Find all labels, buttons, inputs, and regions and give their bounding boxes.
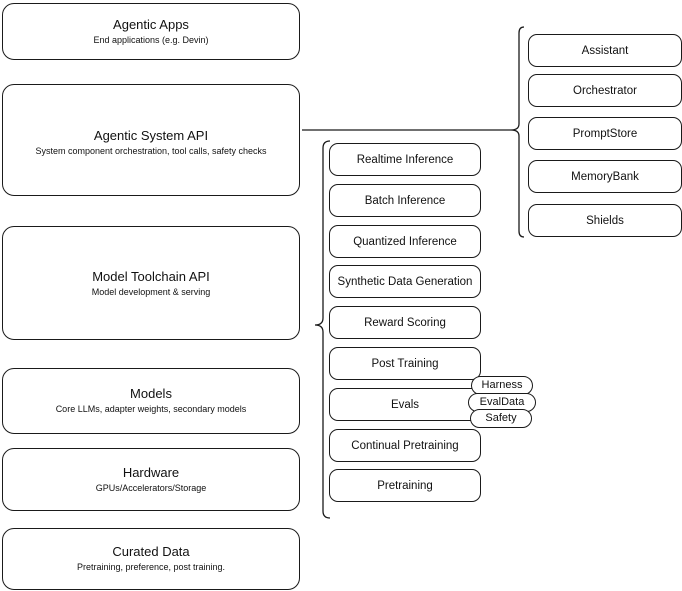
toolchain-api-label: Batch Inference xyxy=(364,194,446,207)
toolchain-api-realtime-inference[interactable]: Realtime Inference xyxy=(329,143,481,176)
stack-layer-title: Hardware xyxy=(122,464,180,480)
toolchain-api-continual-pretraining[interactable]: Continual Pretraining xyxy=(329,429,481,462)
toolchain-api-label: Synthetic Data Generation xyxy=(337,275,473,288)
toolchain-api-label: Evals xyxy=(390,398,420,411)
brace-agentic-components xyxy=(510,26,525,238)
agentic-component-orchestrator[interactable]: Orchestrator xyxy=(528,74,682,107)
toolchain-api-label: Reward Scoring xyxy=(364,316,446,329)
stack-layer-agentic-system-api[interactable]: Agentic System API System component orch… xyxy=(2,84,300,196)
toolchain-api-quantized-inference[interactable]: Quantized Inference xyxy=(329,225,481,258)
agentic-component-memorybank[interactable]: MemoryBank xyxy=(528,160,682,193)
stack-layer-subtitle: System component orchestration, tool cal… xyxy=(35,146,267,156)
agentic-component-assistant[interactable]: Assistant xyxy=(528,34,682,67)
stack-layer-curated-data[interactable]: Curated Data Pretraining, preference, po… xyxy=(2,528,300,590)
agentic-component-label: MemoryBank xyxy=(571,170,639,183)
toolchain-api-batch-inference[interactable]: Batch Inference xyxy=(329,184,481,217)
stack-layer-title: Models xyxy=(130,386,172,401)
toolchain-api-evals[interactable]: Evals xyxy=(329,388,481,421)
toolchain-api-label: Post Training xyxy=(371,357,439,370)
eval-tag-safety[interactable]: Safety xyxy=(470,409,532,428)
toolchain-api-label: Continual Pretraining xyxy=(351,439,459,452)
agentic-component-label: Orchestrator xyxy=(573,84,637,97)
stack-layer-model-toolchain-api[interactable]: Model Toolchain API Model development & … xyxy=(2,226,300,340)
toolchain-api-label: Quantized Inference xyxy=(353,235,457,248)
stack-layer-title: Curated Data xyxy=(112,544,190,559)
toolchain-api-reward-scoring[interactable]: Reward Scoring xyxy=(329,306,481,339)
stack-layer-hardware[interactable]: Hardware GPUs/Accelerators/Storage xyxy=(2,448,300,511)
stack-layer-subtitle: End applications (e.g. Devin) xyxy=(93,34,209,45)
eval-tag-label: Safety xyxy=(485,412,517,424)
agentic-component-label: Assistant xyxy=(581,44,629,57)
eval-tag-label: Harness xyxy=(481,379,523,391)
stack-layer-subtitle: Pretraining, preference, post training. xyxy=(76,562,226,572)
agentic-component-promptstore[interactable]: PromptStore xyxy=(528,117,682,150)
stack-layer-agentic-apps[interactable]: Agentic Apps End applications (e.g. Devi… xyxy=(2,3,300,60)
toolchain-api-pretraining[interactable]: Pretraining xyxy=(329,469,481,502)
toolchain-api-label: Realtime Inference xyxy=(356,153,454,166)
stack-layer-title: Agentic Apps xyxy=(113,16,189,32)
agentic-component-label: PromptStore xyxy=(572,127,638,140)
stack-layer-subtitle: Core LLMs, adapter weights, secondary mo… xyxy=(55,404,247,414)
stack-layer-title: Agentic System API xyxy=(93,128,209,143)
toolchain-api-label: Pretraining xyxy=(377,479,433,492)
brace-toolchain-apis xyxy=(314,140,331,519)
stack-layer-title: Model Toolchain API xyxy=(92,269,210,284)
toolchain-api-synthetic-data-generation[interactable]: Synthetic Data Generation xyxy=(329,265,481,298)
toolchain-api-post-training[interactable]: Post Training xyxy=(329,347,481,380)
stack-layer-subtitle: Model development & serving xyxy=(91,287,211,297)
stack-layer-models[interactable]: Models Core LLMs, adapter weights, secon… xyxy=(2,368,300,434)
stack-layer-subtitle: GPUs/Accelerators/Storage xyxy=(95,482,207,493)
eval-tag-label: EvalData xyxy=(479,396,525,408)
agentic-component-label: Shields xyxy=(586,214,624,227)
agentic-component-shields[interactable]: Shields xyxy=(528,204,682,237)
